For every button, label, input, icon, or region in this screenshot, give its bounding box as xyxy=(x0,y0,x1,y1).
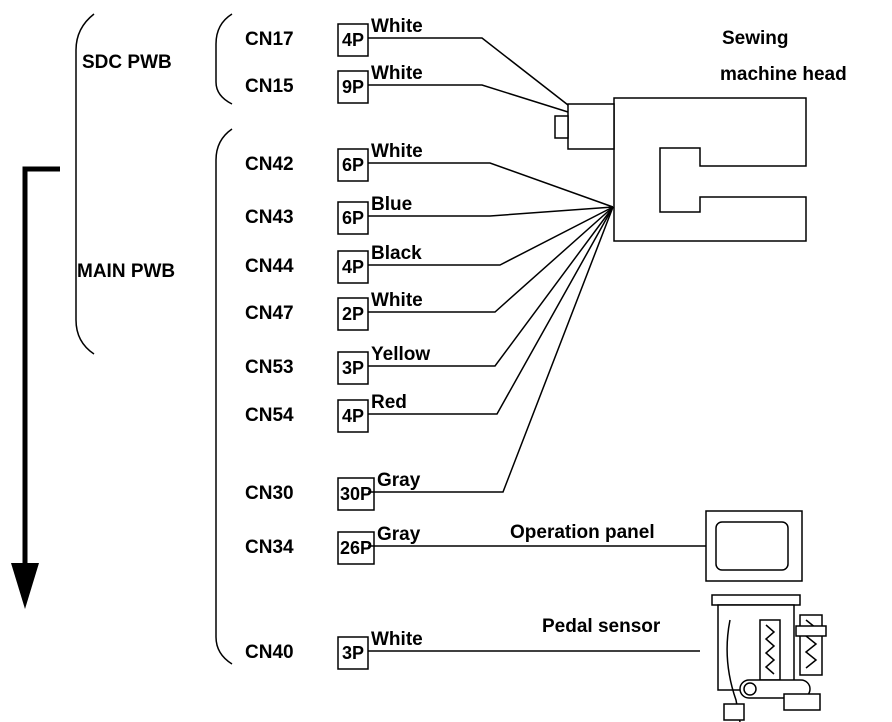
pin-count: 30P xyxy=(340,484,372,504)
connector-cn53: CN53 3P Yellow xyxy=(245,344,430,385)
pin-box xyxy=(337,531,375,565)
connector-cn54: CN54 4P Red xyxy=(245,392,407,433)
sewing-machine-head-label-2: machine head xyxy=(720,64,847,85)
connector-name: CN15 xyxy=(245,76,294,97)
pin-box xyxy=(337,70,369,104)
pin-count: 26P xyxy=(340,538,372,558)
wire-color-label: Gray xyxy=(377,524,421,545)
pin-count: 2P xyxy=(342,304,364,324)
connector-cn42: CN42 6P White xyxy=(245,141,423,182)
connector-name: CN53 xyxy=(245,357,294,378)
connector-cn44: CN44 4P Black xyxy=(245,243,422,284)
wire-color-label: Yellow xyxy=(371,344,430,365)
pin-count: 3P xyxy=(342,643,364,663)
pin-box xyxy=(337,351,369,385)
connector-cn17: CN17 4P White xyxy=(245,16,423,57)
pedal-sensor-icon xyxy=(711,594,827,722)
wire-color-label: Red xyxy=(371,392,407,413)
pin-box xyxy=(337,23,369,57)
operation-panel-label: Operation panel xyxy=(510,522,655,543)
operation-panel-icon xyxy=(705,510,803,582)
pin-count: 4P xyxy=(342,30,364,50)
outer-bracket xyxy=(75,13,95,355)
connector-name: CN40 xyxy=(245,642,294,663)
connector-cn15: CN15 9P White xyxy=(245,63,423,104)
pin-box xyxy=(337,250,369,284)
direction-arrow-head xyxy=(11,563,39,609)
pin-box xyxy=(337,148,369,182)
direction-arrow-shaft xyxy=(22,166,60,565)
pin-box xyxy=(337,636,369,670)
wire-color-label: White xyxy=(371,141,423,162)
sewing-machine-head-label-1: Sewing xyxy=(722,28,789,49)
wire-color-label: Blue xyxy=(371,194,412,215)
pin-box xyxy=(337,477,375,511)
connector-name: CN34 xyxy=(245,537,294,558)
pin-count: 3P xyxy=(342,358,364,378)
pin-box xyxy=(337,399,369,433)
wires xyxy=(368,37,706,652)
wire-color-label: White xyxy=(371,290,423,311)
connector-cn47: CN47 2P White xyxy=(245,290,423,331)
sdc-pwb-label: SDC PWB xyxy=(82,52,172,73)
wire-color-label: White xyxy=(371,63,423,84)
wire-color-label: Black xyxy=(371,243,422,264)
connector-name: CN43 xyxy=(245,207,294,228)
connector-name: CN44 xyxy=(245,256,294,277)
connector-name: CN30 xyxy=(245,483,294,504)
pin-box xyxy=(337,201,369,235)
connector-name: CN47 xyxy=(245,303,294,324)
wire-color-label: White xyxy=(371,629,423,650)
pin-count: 6P xyxy=(342,155,364,175)
connector-name: CN54 xyxy=(245,405,294,426)
connector-name: CN17 xyxy=(245,29,294,50)
pin-count: 4P xyxy=(342,257,364,277)
pin-count: 6P xyxy=(342,208,364,228)
pin-count: 4P xyxy=(342,406,364,426)
connector-name: CN42 xyxy=(245,154,294,175)
wire-color-label: White xyxy=(371,16,423,37)
pedal-sensor-label: Pedal sensor xyxy=(542,616,661,637)
sewing-machine-head-icon xyxy=(554,97,807,242)
wire-color-label: Gray xyxy=(377,470,421,491)
main-bracket xyxy=(215,128,233,665)
main-pwb-label: MAIN PWB xyxy=(77,261,175,282)
sdc-bracket xyxy=(215,13,233,105)
connector-cn43: CN43 6P Blue xyxy=(245,194,412,235)
connector-cn40: CN40 3P White xyxy=(245,629,423,670)
pin-box xyxy=(337,297,369,331)
pin-count: 9P xyxy=(342,77,364,97)
